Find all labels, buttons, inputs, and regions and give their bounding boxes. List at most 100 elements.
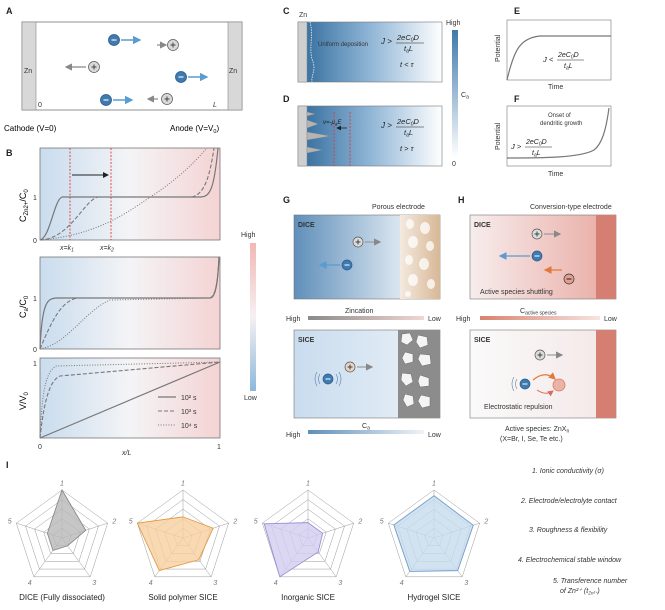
panel-g-letter: G: [283, 195, 290, 205]
panel-f: F Potential Time Onset of dendritic grow…: [495, 94, 612, 178]
eq-e-den: taL: [564, 63, 573, 72]
eq-c-den-end: L: [409, 44, 413, 53]
cd-colorbar-label-main: C: [461, 92, 466, 99]
radar-axis-number: 2: [483, 519, 488, 526]
b2-ylabel-tail-sub: 0: [24, 295, 30, 299]
h-sice-fixed-anion: [511, 376, 531, 392]
g-bottom-bar-label-sub: a: [367, 426, 370, 432]
anion-1: [108, 34, 142, 46]
b-colorbar: [250, 243, 256, 391]
radar-axis-number: 5: [8, 519, 12, 526]
b2-ylabel-main: C: [18, 311, 28, 318]
radar-grid-ring: [25, 499, 99, 570]
g-dice-pores: [405, 219, 435, 297]
g-sice-pores: [400, 332, 432, 409]
b2-ylabel: Ca/C0: [18, 295, 30, 318]
b-colorbar-low: Low: [244, 395, 258, 402]
legend-104: 10⁴ s: [181, 423, 198, 430]
anode-label-main: Anode (V=V: [170, 124, 214, 133]
legend-axis-5: 5. Transference number: [553, 578, 628, 585]
plot-potential: [39, 357, 221, 439]
radar-grid-ring: [271, 499, 345, 570]
panel-e-curve: [506, 35, 611, 81]
eq-f: J > 2eC0D taL: [510, 139, 552, 159]
eq-d-den-main: t: [404, 128, 407, 137]
shuttling-label: Active species shuttling: [480, 289, 553, 296]
plot-anion-concentration: [39, 256, 221, 350]
panel-b: B 1 0 x=k1 x=k2 CZn2+/C0 1 0 Ca/C0 1 V/V…: [6, 147, 258, 457]
b2-ylabel-sub: a: [24, 308, 30, 312]
g-bottom-bar-label: Ca: [362, 423, 370, 432]
panel-c-letter: C: [283, 6, 290, 16]
radar-axis-number: 3: [213, 580, 217, 587]
cation-3: [146, 93, 173, 105]
panel-i-letter: I: [6, 460, 9, 470]
d-velocity-main: v=-μ: [323, 120, 336, 126]
anode-label-end: ): [216, 124, 219, 133]
eq-f-den-end: L: [537, 150, 541, 157]
panel-a-cell: [21, 21, 243, 111]
eq-c: J > 2eC0D taL t < τ: [380, 33, 424, 69]
cd-colorbar: [452, 30, 458, 158]
legend-axis-3: 3. Roughness & flexibility: [529, 527, 608, 534]
radar-axis-number: 5: [254, 519, 258, 526]
panel-e: E Potential Time J < 2eC0D taL: [495, 6, 612, 91]
legend-axis-5b: of Zn²⁺ (tZn²⁺): [560, 588, 600, 596]
x-end-label: 1: [217, 444, 221, 451]
k1-main: x=k: [59, 245, 72, 252]
panel-f-xlabel: Time: [548, 171, 563, 178]
g-bottom-bar: [308, 430, 424, 434]
panel-c-deposition: [309, 21, 315, 83]
eq-f-num-sub: 0: [539, 142, 542, 148]
radar-axis-number: 3: [464, 580, 468, 587]
radar-grid-ring: [137, 489, 229, 578]
eq-d-den-end: L: [409, 128, 413, 137]
panel-e-ylabel: Potential: [495, 34, 502, 62]
legend-axis-4: 4. Electrochemical stable window: [518, 557, 622, 564]
repulsion-label: Electrostatic repulsion: [484, 404, 553, 411]
panel-a-letter: A: [6, 6, 13, 16]
h-anion: [498, 250, 543, 262]
eq-d-den: taL: [404, 128, 413, 139]
radar-axis-number: 5: [129, 519, 133, 526]
legend-axis-1: 1. Ionic conductivity (σ): [532, 468, 604, 475]
panel-c-electrode: [297, 21, 308, 83]
curve-b3-103: [39, 361, 221, 439]
radar-grid-ring: [34, 508, 90, 562]
radar-axis-number: 2: [232, 519, 237, 526]
eq-f-num-end: D: [542, 139, 547, 146]
h-bar-title-sub: active species: [525, 311, 557, 317]
b2-tick-zero: 0: [33, 347, 37, 354]
panel-d-electrode: [297, 105, 308, 167]
panel-c: C Zn Uniform deposition J > 2eC0D taL t …: [283, 6, 443, 83]
eq-d-num-end: D: [414, 117, 420, 126]
h-sice-electrode: [596, 330, 616, 418]
zincation-low: Low: [428, 316, 442, 323]
anode-label: Anode (V=V0): [170, 124, 219, 135]
curve-b2-103: [39, 256, 220, 350]
panel-d-letter: D: [283, 94, 290, 104]
eq-c-num-main: 2eC: [396, 33, 411, 42]
cd-colorbar-high: High: [446, 20, 461, 27]
radar-axis-number: 1: [60, 481, 64, 488]
legend-102: 10² s: [181, 395, 197, 402]
eq-f-j: J >: [510, 142, 522, 151]
radar-title: Hydrogel SICE: [408, 593, 461, 602]
dendrites: [306, 111, 331, 154]
d-velocity: v=-μaE: [323, 120, 342, 127]
h-dice-electrode: [596, 215, 616, 299]
g-sice-label: SICE: [298, 337, 315, 344]
right-electrode-label: Zn: [229, 68, 237, 75]
zincation-label: Zincation: [345, 308, 374, 315]
panel-d: D v=-μaE J > 2eC0D taL t > τ High 0 Ca: [283, 20, 469, 168]
h-sice-repelled-species: [532, 372, 566, 397]
cd-colorbar-label-sub: a: [466, 95, 469, 101]
g-bottom-low: Low: [428, 432, 442, 439]
eq-f-den-sub: a: [534, 153, 537, 159]
eq-d-num-sub: 0: [411, 122, 414, 128]
eq-c-num-end: D: [414, 33, 420, 42]
eq-d-cond: t > τ: [400, 144, 415, 153]
